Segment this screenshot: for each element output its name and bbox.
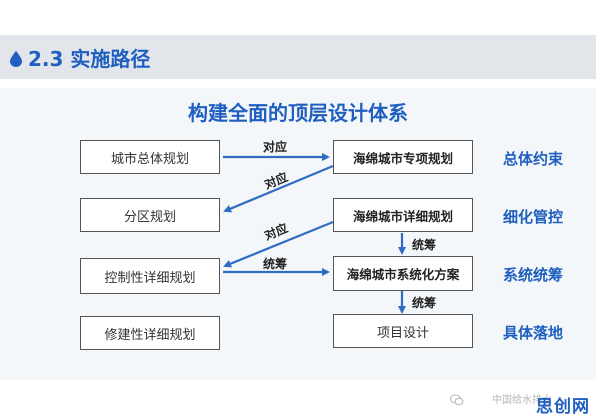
label-coordinate-vertical-upper: 统筹 bbox=[412, 238, 437, 252]
label-system-coordination: 系统统筹 bbox=[503, 266, 564, 284]
box-sponge-detailed-plan: 海绵城市详细规划 bbox=[333, 198, 473, 232]
label-correspond-top: 对应 bbox=[263, 140, 288, 154]
label-concrete-implementation: 具体落地 bbox=[503, 324, 564, 342]
box-project-design: 项目设计 bbox=[333, 314, 473, 348]
box-city-master-plan: 城市总体规划 bbox=[80, 140, 220, 174]
section-title: 2.3 实施路径 bbox=[28, 47, 151, 71]
water-drop-icon bbox=[10, 51, 22, 67]
label-coordinate-vertical-lower: 统筹 bbox=[412, 296, 437, 310]
label-coordinate-bottom: 统筹 bbox=[263, 257, 288, 271]
box-regulatory-detailed-plan: 控制性详细规划 bbox=[80, 258, 220, 294]
diagram-title: 构建全面的顶层设计体系 bbox=[188, 101, 408, 125]
box-sponge-system-scheme: 海绵城市系统化方案 bbox=[333, 256, 473, 291]
watermark-text: 中国给水排水 bbox=[492, 395, 552, 406]
box-constructive-detailed-plan: 修建性详细规划 bbox=[80, 316, 220, 350]
label-refined-control: 细化管控 bbox=[503, 208, 564, 226]
header-band bbox=[0, 35, 596, 79]
label-overall-constraint: 总体约束 bbox=[503, 150, 564, 168]
brand-logo: 思创网 bbox=[536, 397, 590, 417]
box-district-plan: 分区规划 bbox=[80, 198, 220, 232]
box-sponge-special-plan: 海绵城市专项规划 bbox=[333, 140, 473, 174]
wechat-icon bbox=[450, 394, 464, 406]
